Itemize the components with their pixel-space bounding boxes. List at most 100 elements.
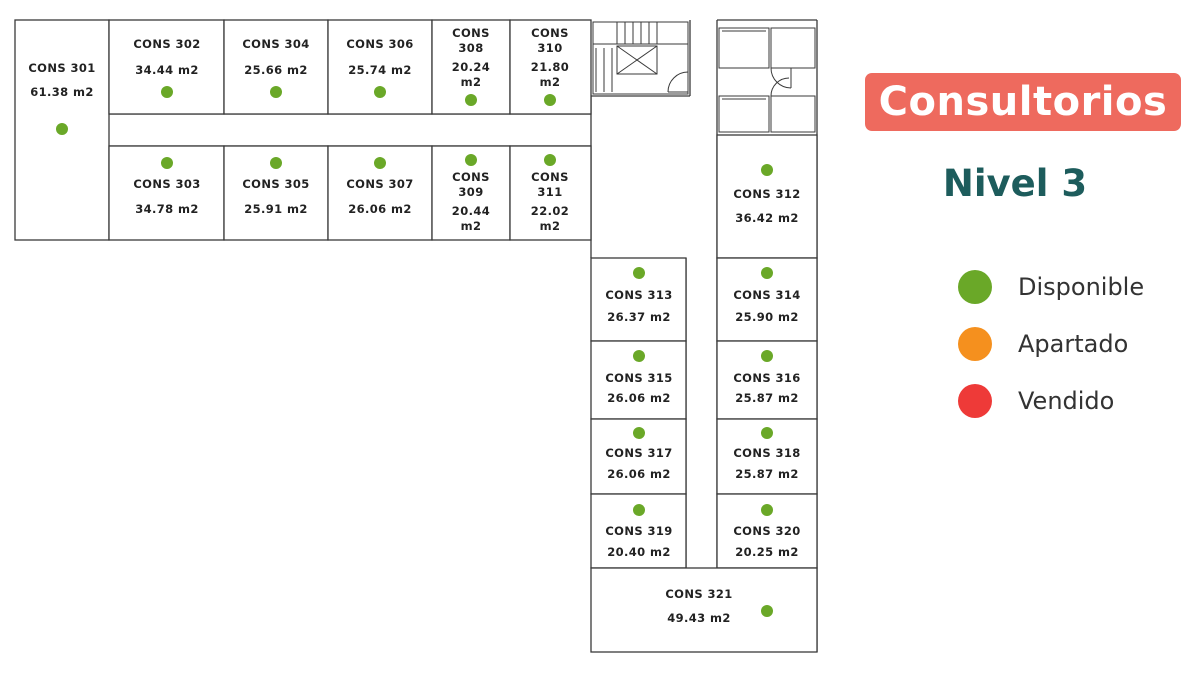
unit-area: 20.40 m2 [607,545,671,559]
floor-plan: CONS 301 61.38 m2 CONS 302 34.44 m2 CONS 304… [14,19,818,653]
status-dot-disponible [761,605,773,617]
unit-cons-318[interactable]: CONS 318 25.87 m2 [716,418,818,495]
status-dot-disponible [633,267,645,279]
unit-outline [716,134,818,259]
unit-label: CONS 304 [242,37,309,51]
unit-label: CONS 314 [733,288,800,302]
unit-cons-304[interactable]: CONS 304 25.66 m2 [223,19,329,115]
unit-label: CONS [452,170,490,184]
status-dot-disponible [633,427,645,439]
unit-label: 20.24 [452,60,490,74]
unit-cons-314[interactable]: CONS 314 25.90 m2 [716,257,818,342]
unit-label: CONS 316 [733,371,800,385]
unit-outline [327,19,433,115]
unit-area: 34.44 m2 [135,63,199,77]
unit-cons-306[interactable]: CONS 306 25.74 m2 [327,19,433,115]
legend-dot-disponible [958,269,992,304]
status-dot-disponible [761,350,773,362]
unit-label: CONS 305 [242,177,309,191]
unit-label: CONS 313 [605,288,672,302]
status-dot-disponible [465,154,477,166]
unit-outline [108,19,225,115]
status-dot-disponible [544,154,556,166]
unit-cons-307[interactable]: CONS 307 26.06 m2 [327,145,433,241]
unit-label: CONS [531,170,569,184]
status-dot-disponible [761,267,773,279]
status-dot-disponible [465,94,477,106]
unit-area: 61.38 m2 [30,85,94,99]
unit-area: 25.90 m2 [735,310,799,324]
status-dot-disponible [761,164,773,176]
unit-label: CONS 318 [733,446,800,460]
legend-item-apartado: Apartado [958,315,1144,372]
unit-area: 49.43 m2 [667,611,731,625]
status-dot-disponible [161,157,173,169]
unit-cons-319[interactable]: CONS 319 20.40 m2 [590,493,687,569]
building-walls [109,19,818,652]
unit-label: CONS 306 [346,37,413,51]
unit-cons-321[interactable]: CONS 321 49.43 m2 [590,567,818,653]
unit-area: 25.66 m2 [244,63,308,77]
status-dot-disponible [633,350,645,362]
unit-label: CONS 320 [733,524,800,538]
legend-label: Disponible [1018,272,1145,301]
unit-cons-320[interactable]: CONS 320 20.25 m2 [716,493,818,569]
unit-label: CONS 321 [665,587,732,601]
unit-label: CONS 319 [605,524,672,538]
unit-area: 25.91 m2 [244,202,308,216]
unit-cons-305[interactable]: CONS 305 25.91 m2 [223,145,329,241]
elevator-block [718,27,816,133]
legend-label: Apartado [1018,329,1129,358]
status-dot-disponible [270,86,282,98]
title-badge: Consultorios [865,73,1181,131]
unit-label: 21.80 [531,60,569,74]
unit-label: CONS 312 [733,187,800,201]
unit-label: m2 [461,75,482,89]
unit-label: 22.02 [531,204,569,218]
status-dot-disponible [56,123,68,135]
unit-label: m2 [540,219,561,233]
unit-label: 309 [458,185,483,199]
level-subtitle: Nivel 3 [942,162,1088,205]
unit-cons-302[interactable]: CONS 302 34.44 m2 [108,19,225,115]
unit-area: 34.78 m2 [135,202,199,216]
unit-label: m2 [540,75,561,89]
legend-dot-apartado [958,326,992,361]
unit-area: 26.06 m2 [348,202,412,216]
legend-item-vendido: Vendido [958,372,1144,429]
unit-label: 310 [537,41,562,55]
unit-area: 20.25 m2 [735,545,799,559]
unit-area: 26.06 m2 [607,467,671,481]
status-dot-disponible [633,504,645,516]
unit-label: CONS 303 [133,177,200,191]
status-legend: Disponible Apartado Vendido [958,258,1144,429]
legend-dot-vendido [958,383,992,418]
unit-area: 25.87 m2 [735,467,799,481]
unit-label: CONS 302 [133,37,200,51]
unit-label: CONS 301 [28,61,95,75]
unit-cons-303[interactable]: CONS 303 34.78 m2 [108,145,225,241]
status-dot-disponible [270,157,282,169]
staircase [592,21,689,95]
unit-area: 25.74 m2 [348,63,412,77]
unit-label: 311 [537,185,562,199]
unit-cons-301[interactable]: CONS 301 61.38 m2 [14,19,110,241]
unit-label: CONS 307 [346,177,413,191]
unit-label: m2 [461,219,482,233]
legend-label: Vendido [1018,386,1115,415]
unit-outline [590,567,818,653]
status-dot-disponible [374,157,386,169]
status-dot-disponible [761,504,773,516]
legend-item-disponible: Disponible [958,258,1144,315]
status-dot-disponible [374,86,386,98]
unit-label: CONS 315 [605,371,672,385]
